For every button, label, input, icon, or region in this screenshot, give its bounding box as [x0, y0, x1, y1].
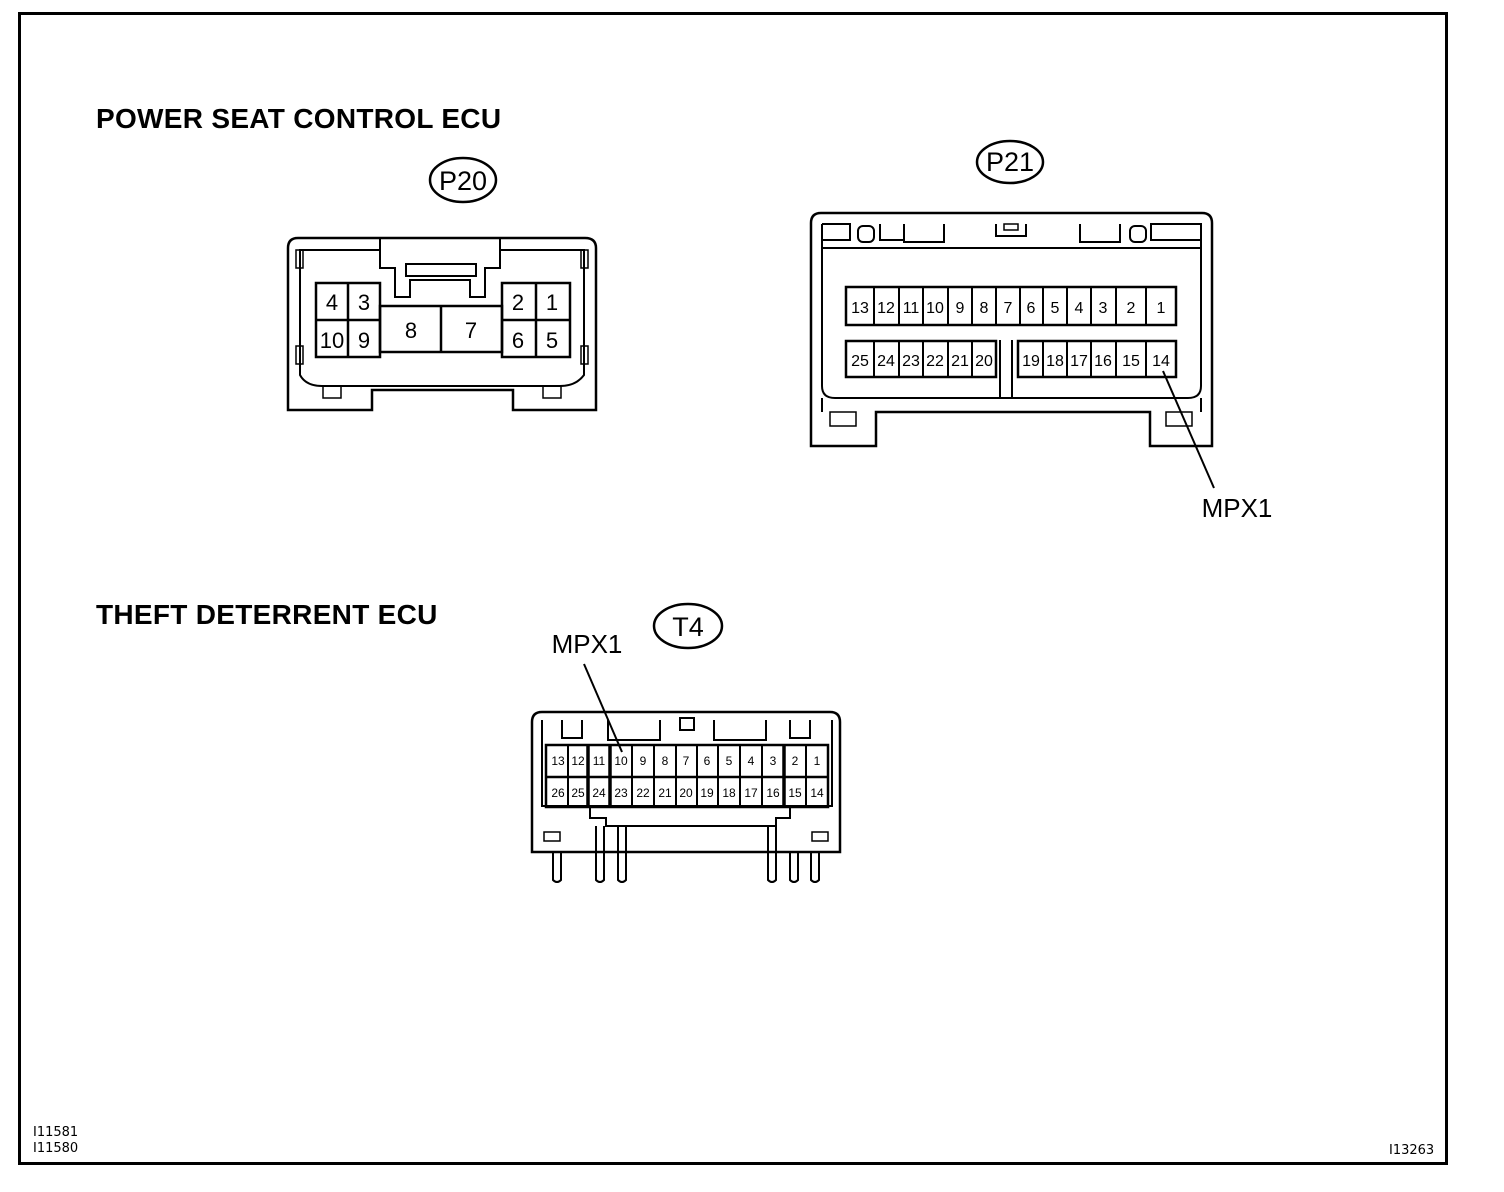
diagram-frame — [18, 12, 1448, 1165]
t4-pin-5: 5 — [726, 754, 733, 768]
t4-housing — [530, 710, 842, 854]
t4-pin-8: 8 — [662, 754, 669, 768]
p21-pin-1: 1 — [1157, 300, 1166, 317]
t4-pin-9: 9 — [640, 754, 647, 768]
p20-label-bubble — [428, 156, 498, 204]
t4-pin-10: 10 — [614, 754, 628, 768]
t4-pin-3: 3 — [770, 754, 777, 768]
p21-label: P21 — [986, 147, 1034, 177]
p20-text: P20 1 2 3 4 5 6 7 8 9 10 — [320, 166, 558, 353]
p21-housing — [809, 211, 1214, 448]
t4-pin-25: 25 — [571, 786, 585, 800]
t4-pin-19: 19 — [700, 786, 714, 800]
p21-pin-8: 8 — [980, 300, 989, 317]
p20-pin-8: 8 — [405, 318, 417, 343]
p21-pin-13: 13 — [851, 300, 869, 317]
t4-pin-11: 11 — [593, 754, 606, 768]
connector-p20 — [286, 156, 598, 412]
p20-housing — [286, 236, 598, 412]
t4-pin-17: 17 — [744, 786, 758, 800]
p20-pin-7: 7 — [465, 318, 477, 343]
p20-pin-4: 4 — [326, 290, 338, 315]
p20-pin-10: 10 — [320, 328, 344, 353]
p20-pin-3: 3 — [358, 290, 370, 315]
p21-pin-6: 6 — [1027, 300, 1036, 317]
t4-pin-15: 15 — [788, 786, 802, 800]
t4-pin-4: 4 — [748, 754, 755, 768]
t4-pin-23: 23 — [614, 786, 628, 800]
t4-text: T4 13 12 11 10 9 8 7 6 5 4 3 2 1 26 25 2… — [551, 612, 824, 800]
t4-pin-21: 21 — [658, 786, 672, 800]
t4-pin-22: 22 — [636, 786, 650, 800]
connector-p21 — [809, 139, 1215, 489]
p21-pin-25: 25 — [851, 353, 869, 370]
p21-mpx1-leader — [1162, 370, 1215, 489]
t4-pin-18: 18 — [722, 786, 736, 800]
p21-pin-21: 21 — [951, 353, 969, 370]
p21-pin-19: 19 — [1022, 353, 1040, 370]
p20-pin-6: 6 — [512, 328, 524, 353]
p21-pin-5: 5 — [1051, 300, 1060, 317]
p21-pin-9: 9 — [956, 300, 965, 317]
t4-label-bubble — [652, 602, 724, 650]
t4-pin-6: 6 — [704, 754, 711, 768]
p21-pin-10: 10 — [926, 300, 944, 317]
t4-pin-20: 20 — [679, 786, 693, 800]
p20-pin-5: 5 — [546, 328, 558, 353]
p21-pin-22: 22 — [926, 353, 944, 370]
p21-pin-11: 11 — [903, 300, 920, 317]
t4-pin-12: 12 — [571, 754, 585, 768]
figure-code-3: I13263 — [1389, 1143, 1435, 1158]
p21-pin-15: 15 — [1122, 353, 1140, 370]
t4-pin-26: 26 — [551, 786, 565, 800]
figure-code-1: I11581 — [33, 1125, 79, 1140]
t4-pin-24: 24 — [592, 786, 606, 800]
figure-code-2: I11580 — [33, 1141, 79, 1156]
p21-pin-2: 2 — [1127, 300, 1136, 317]
p21-label-bubble — [975, 139, 1045, 185]
power-seat-ecu-title: POWER SEAT CONTROL ECU — [96, 103, 502, 134]
theft-deterrent-ecu-title: THEFT DETERRENT ECU — [96, 599, 438, 630]
connector-t4 — [530, 602, 842, 883]
t4-mpx1-callout: MPX1 — [552, 629, 623, 659]
t4-label: T4 — [672, 612, 704, 642]
p21-pin-7: 7 — [1004, 300, 1013, 317]
p21-pin-17: 17 — [1070, 353, 1088, 370]
p21-pin-23: 23 — [902, 353, 920, 370]
p20-inner-cavity — [299, 249, 585, 387]
p21-text: P21 13 12 11 10 9 8 7 6 5 4 3 2 1 25 24 … — [851, 147, 1272, 523]
p20-label: P20 — [439, 166, 487, 196]
p21-pin-14: 14 — [1152, 353, 1170, 370]
t4-pin-1: 1 — [814, 754, 821, 768]
p20-lock-latch — [405, 263, 477, 277]
t4-pin-2: 2 — [792, 754, 799, 768]
p21-pin-4: 4 — [1075, 300, 1084, 317]
p20-pin-1: 1 — [546, 290, 558, 315]
p21-pin-18: 18 — [1046, 353, 1064, 370]
t4-pin-16: 16 — [766, 786, 780, 800]
t4-pin-13: 13 — [551, 754, 565, 768]
p21-inner-cavity — [821, 247, 1202, 399]
t4-pin-7: 7 — [683, 754, 690, 768]
p20-pin-9: 9 — [358, 328, 370, 353]
p20-pin-2: 2 — [512, 290, 524, 315]
p21-pin-16: 16 — [1094, 353, 1112, 370]
p21-pin-24: 24 — [877, 353, 895, 370]
t4-pin-14: 14 — [810, 786, 824, 800]
p21-pin-12: 12 — [877, 300, 895, 317]
p21-pin-20: 20 — [975, 353, 993, 370]
p21-pin-3: 3 — [1099, 300, 1108, 317]
p21-mpx1-callout: MPX1 — [1202, 493, 1273, 523]
t4-mpx1-leader — [583, 663, 623, 753]
